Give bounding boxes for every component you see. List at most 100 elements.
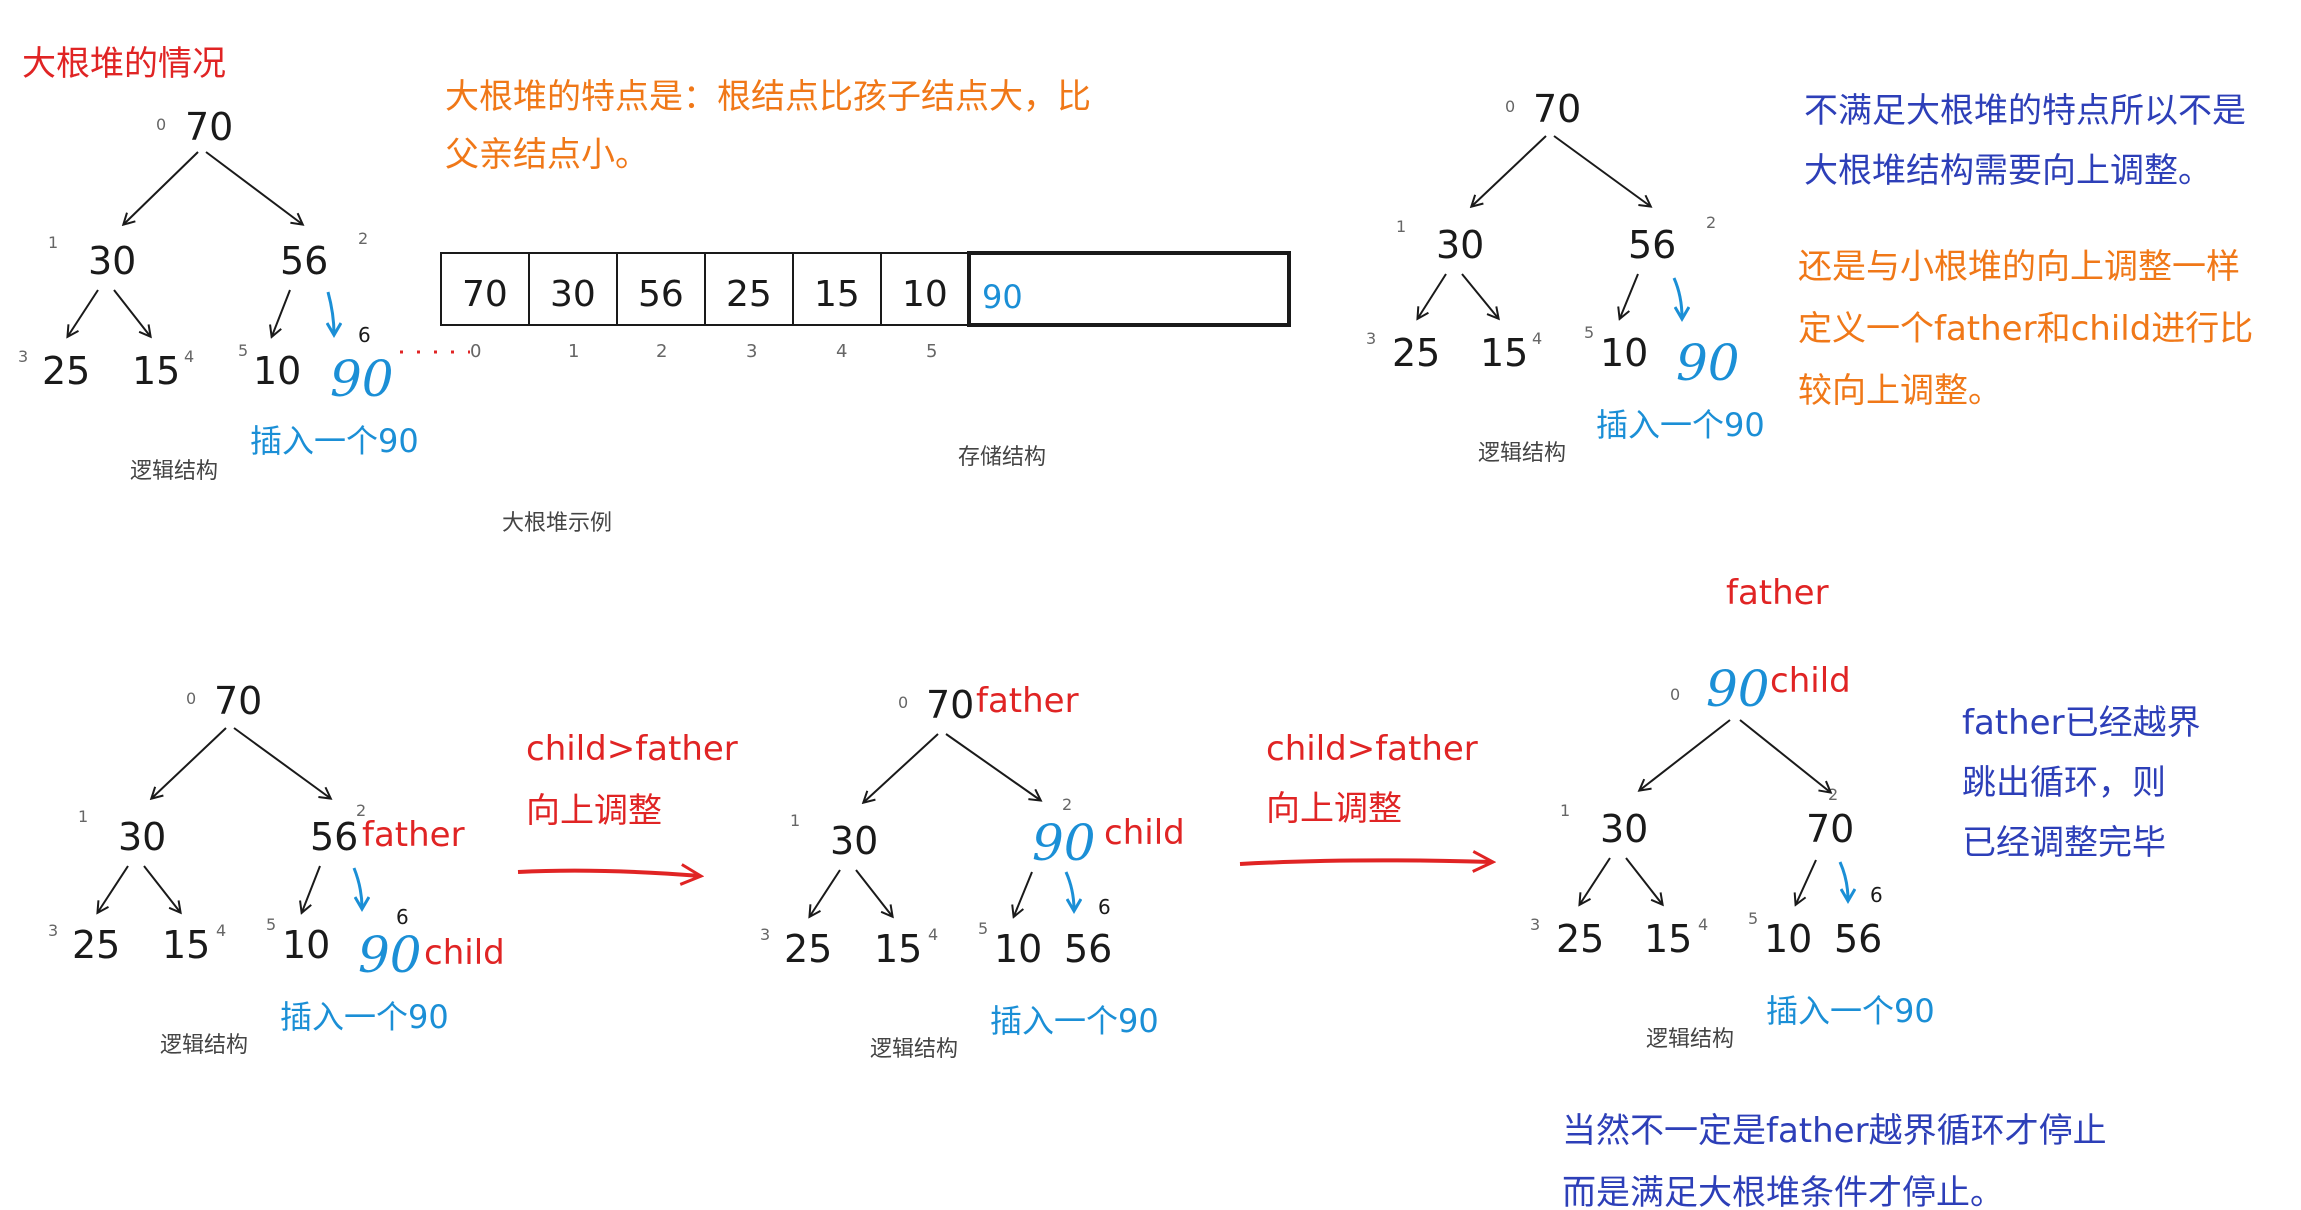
tree-index: 5 xyxy=(238,341,248,360)
tree-index: 0 xyxy=(898,693,908,712)
insert-label: 插入一个90 xyxy=(280,998,449,1036)
tree-node: 56 xyxy=(1064,927,1112,971)
tree-node: 30 xyxy=(1600,807,1648,851)
tree-edge xyxy=(864,733,939,802)
tree-edge xyxy=(1620,273,1639,318)
father-label: father xyxy=(976,681,1079,721)
array-index: 4 xyxy=(836,341,847,362)
tree-node: 30 xyxy=(118,815,166,859)
array-value: 15 xyxy=(814,274,860,315)
father-label: father xyxy=(362,815,465,855)
child-label: child xyxy=(424,933,505,973)
tree-2-logical: 70 0 30 1 56 2 25 3 15 4 10 5 90 插入一个90 … xyxy=(1366,87,1765,466)
tree-index: 2 xyxy=(1062,795,1072,814)
array-new-value: 90 xyxy=(982,278,1023,316)
child-label: child xyxy=(1104,813,1185,853)
tree-node: 25 xyxy=(1556,917,1604,961)
insert-arrow xyxy=(328,291,334,334)
tree-node: 25 xyxy=(784,927,832,971)
tree-index: 2 xyxy=(356,801,366,820)
big-heap-example-caption: 大根堆示例 xyxy=(502,511,612,536)
tree-node: 15 xyxy=(162,923,210,967)
tree-index: 0 xyxy=(186,689,196,708)
array-value: 56 xyxy=(638,274,684,315)
tree-index: 6 xyxy=(1870,883,1883,907)
insert-arrow xyxy=(1838,861,1848,900)
array-value: 30 xyxy=(550,274,596,315)
tree-node: 56 xyxy=(280,239,328,283)
tree-edge xyxy=(1014,871,1033,916)
same-as-small-heap-note: 还是与小根堆的向上调整一样 xyxy=(1798,247,2240,287)
tree-index: 1 xyxy=(78,807,88,826)
adjust-up-label: 向上调整 xyxy=(1266,789,1402,829)
tree-node: 15 xyxy=(1644,917,1692,961)
adjust-up-label: 向上调整 xyxy=(526,791,662,831)
tree-node: 70 xyxy=(185,105,233,149)
tree-index: 6 xyxy=(358,323,371,347)
tree-edge xyxy=(855,869,892,916)
tree-index: 6 xyxy=(1098,895,1111,919)
tree-index: 1 xyxy=(790,811,800,830)
tree-node: 10 xyxy=(994,927,1042,971)
tree-edge xyxy=(124,151,199,224)
tree-1-logical: 70 0 30 1 56 2 25 3 15 4 10 5 6 90 插入一个9… xyxy=(18,105,470,484)
tree-node: 30 xyxy=(830,819,878,863)
array-new-cell xyxy=(967,251,1291,327)
tree-edge xyxy=(1796,859,1817,904)
array-value: 25 xyxy=(726,274,772,315)
insert-label: 插入一个90 xyxy=(1766,992,1935,1030)
tree-edge xyxy=(1418,273,1447,318)
tree-edge xyxy=(1640,719,1731,790)
tree-index: 3 xyxy=(48,921,58,940)
tree-index: 0 xyxy=(1505,97,1515,116)
tree-index: 0 xyxy=(156,115,166,134)
tree-index: 1 xyxy=(1560,801,1570,820)
tree-node: 10 xyxy=(253,349,301,393)
logical-structure-label: 逻辑结构 xyxy=(1478,441,1566,466)
heap-property-note: 父亲结点小。 xyxy=(445,135,649,175)
tree-3-logical: 70 0 30 1 56 2 father 25 3 15 4 10 5 6 9… xyxy=(48,679,505,1058)
big-heap-case-title: 大根堆的情况 xyxy=(22,44,226,84)
logical-structure-label: 逻辑结构 xyxy=(130,459,218,484)
same-as-small-heap-note: 较向上调整。 xyxy=(1798,371,2002,411)
tree-index: 4 xyxy=(216,921,226,940)
heap-property-note: 大根堆的特点是：根结点比孩子结点大，比 xyxy=(445,77,1091,117)
tree-node: 10 xyxy=(1600,331,1648,375)
child-label: child xyxy=(1770,661,1851,701)
array-index: 1 xyxy=(568,341,579,362)
tree-edge xyxy=(1625,857,1662,904)
tree-index: 3 xyxy=(18,347,28,366)
tree-node: 30 xyxy=(1436,223,1484,267)
tree-edge xyxy=(113,289,150,336)
array-value: 10 xyxy=(902,274,948,315)
stop-condition-note: 当然不一定是father越界循环才停止 xyxy=(1562,1111,2107,1151)
array-index: 5 xyxy=(926,341,937,362)
storage-structure-label: 存储结构 xyxy=(958,445,1046,470)
handwritten-90: 90 xyxy=(1032,814,1096,872)
tree-index: 5 xyxy=(266,915,276,934)
tree-index: 4 xyxy=(184,347,194,366)
tree-edge xyxy=(272,289,291,336)
compare-label: child>father xyxy=(1266,729,1478,769)
array-index: 3 xyxy=(746,341,757,362)
father-out-of-bounds-note: 跳出循环，则 xyxy=(1962,763,2166,803)
tree-node: 70 xyxy=(1533,87,1581,131)
tree-node: 56 xyxy=(1834,917,1882,961)
step-arrow-2: child>father 向上调整 xyxy=(1239,729,1492,864)
tree-node: 25 xyxy=(72,923,120,967)
insert-arrow xyxy=(1064,871,1074,910)
tree-index: 4 xyxy=(928,925,938,944)
insert-arrow xyxy=(352,867,362,908)
tree-node: 56 xyxy=(1628,223,1676,267)
tree-node: 70 xyxy=(926,683,974,727)
tree-edge xyxy=(98,865,129,912)
tree-edge xyxy=(1553,135,1650,206)
tree-edge xyxy=(152,727,227,798)
tree-edge xyxy=(68,289,99,336)
tree-node: 25 xyxy=(1392,331,1440,375)
tree-index: 4 xyxy=(1532,329,1542,348)
tree-5-logical: father 90 0 child 30 1 70 2 25 3 15 4 10… xyxy=(1530,573,1935,1052)
tree-node: 10 xyxy=(282,923,330,967)
tree-index: 6 xyxy=(396,905,409,929)
